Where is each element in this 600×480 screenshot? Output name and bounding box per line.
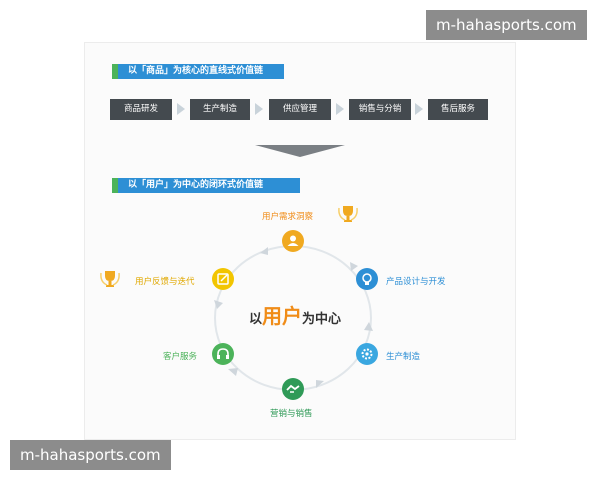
node-label-insight: 用户需求洞察 (262, 212, 314, 222)
chain-arrow (336, 103, 344, 115)
trophy-icon (336, 203, 360, 229)
headset-icon (212, 343, 234, 365)
node-label-service: 客户服务 (163, 352, 198, 362)
chain-step-supply: 供应管理 (269, 99, 331, 120)
node-label-feedback: 用户反馈与迭代 (135, 277, 195, 287)
node-label-design: 产品设计与开发 (386, 277, 446, 287)
watermark-bottom: m-hahasports.com (10, 440, 171, 470)
center-suffix: 为中心 (302, 312, 342, 327)
node-label-manufacturing: 生产制造 (386, 352, 421, 362)
linear-chain-title: 以「商品」为核心的直线式价值链 (112, 64, 284, 79)
center-label: 以用户为中心 (245, 300, 345, 329)
chain-step-manufacturing: 生产制造 (190, 99, 250, 120)
chain-step-aftersales: 售后服务 (428, 99, 488, 120)
chain-step-sales: 销售与分销 (349, 99, 411, 120)
loop-chain-title: 以「用户」为中心的闭环式价值链 (112, 178, 300, 193)
center-highlight: 用户 (262, 304, 302, 328)
chain-step-rnd: 商品研发 (110, 99, 172, 120)
down-arrow (255, 145, 345, 157)
gear-icon (356, 343, 378, 365)
watermark-top: m-hahasports.com (426, 10, 587, 40)
bulb-icon (356, 268, 378, 290)
chain-arrow (177, 103, 185, 115)
chain-arrow (415, 103, 423, 115)
user-icon (282, 230, 304, 252)
chain-arrow (255, 103, 263, 115)
feedback-icon (212, 268, 234, 290)
handshake-icon (282, 378, 304, 400)
trophy-icon (98, 268, 122, 294)
node-label-marketing: 营销与销售 (270, 409, 313, 419)
center-prefix: 以 (248, 312, 262, 327)
